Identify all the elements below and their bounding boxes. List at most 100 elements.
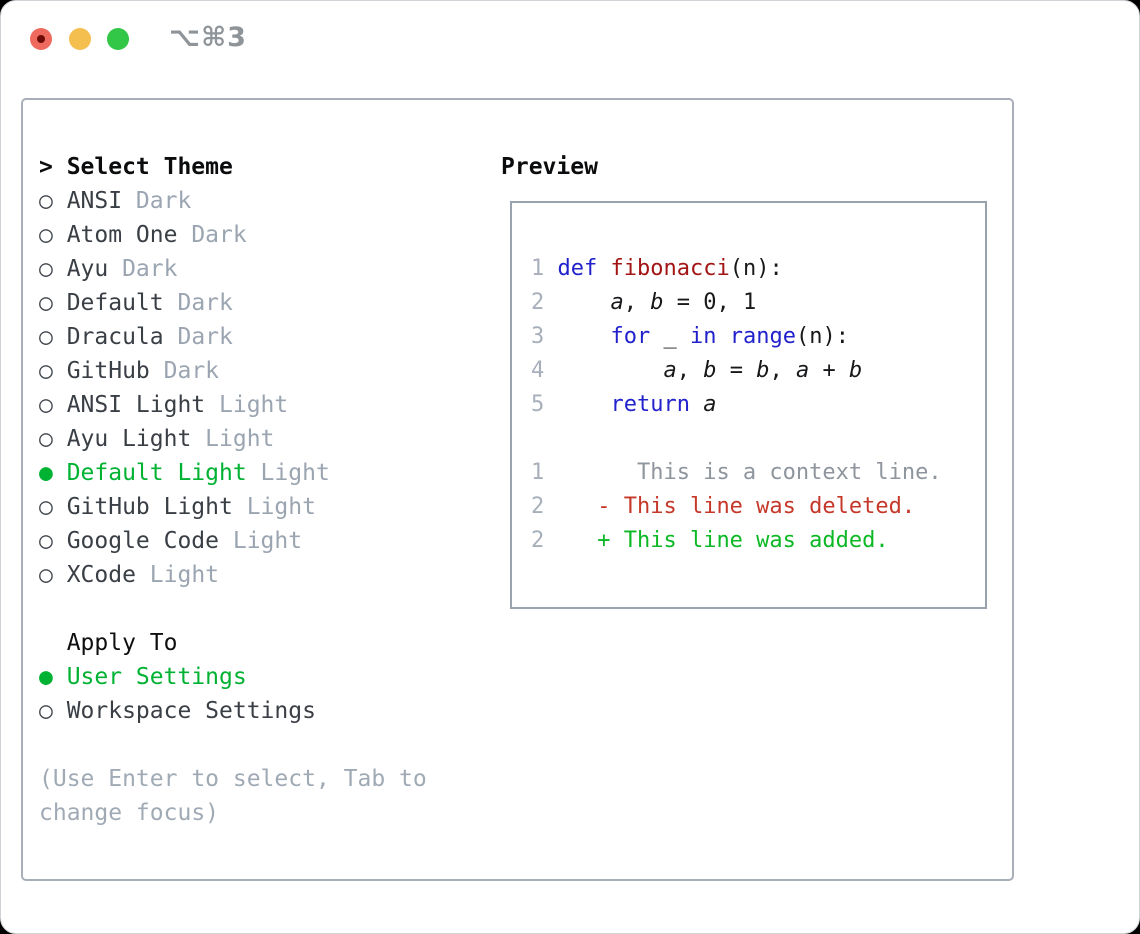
theme-variant-label: Light <box>219 528 303 554</box>
code-token-kw: range <box>729 324 796 349</box>
theme-name: XCode <box>66 562 136 588</box>
theme-option-default-light[interactable]: ●Default Light Light <box>39 456 330 490</box>
code-token-pl <box>690 392 703 417</box>
theme-name: Default <box>66 290 164 316</box>
radio-icon: ○ <box>39 562 53 588</box>
code-token-var: b <box>650 290 664 315</box>
line-number: 2 <box>531 290 558 315</box>
theme-variant-label: Dark <box>163 324 233 350</box>
code-token-kw: in <box>689 324 717 349</box>
code-token-pl: (n): <box>729 256 783 281</box>
line-number: 1 <box>531 460 558 485</box>
theme-option-xcode[interactable]: ○ XCode Light <box>39 558 330 592</box>
code-token-del: - This line was deleted. <box>557 494 916 519</box>
code-line-deleted: 2 - This line was deleted. <box>531 490 942 524</box>
theme-name: GitHub Light <box>66 494 233 520</box>
apply-option-label: User Settings <box>66 664 247 690</box>
theme-variant-label: Dark <box>163 290 233 316</box>
line-number: 2 <box>531 528 558 553</box>
code-token-kw: return <box>610 392 690 417</box>
cursor-caret-icon: > <box>39 154 53 180</box>
code-line-code: 5 return a <box>531 388 942 422</box>
theme-variant-label: Light <box>135 562 220 588</box>
radio-icon: ○ <box>39 698 53 724</box>
code-token-kw: def <box>557 256 598 281</box>
theme-list-header: >Select Theme <box>39 150 330 184</box>
line-number: 4 <box>531 358 558 383</box>
close-button[interactable] <box>30 28 52 50</box>
minimize-button[interactable] <box>69 28 91 50</box>
code-token-pl <box>558 392 611 417</box>
code-token-kw: for <box>610 324 651 349</box>
code-line-context: 1 This is a context line. <box>531 456 942 490</box>
theme-option-github[interactable]: ○ GitHub Dark <box>39 354 330 388</box>
radio-icon: ○ <box>39 222 53 248</box>
code-token-ctx: This is a context line. <box>557 460 942 485</box>
radio-icon: ○ <box>39 426 53 452</box>
radio-icon: ○ <box>39 188 53 214</box>
radio-icon: ○ <box>39 392 53 418</box>
code-token-var: a <box>795 358 810 383</box>
radio-icon: ○ <box>39 528 53 554</box>
theme-option-ansi[interactable]: ○ ANSI Dark <box>39 184 330 218</box>
theme-name: ANSI <box>66 188 123 214</box>
radio-icon: ○ <box>39 494 53 520</box>
theme-option-github-light[interactable]: ○ GitHub Light Light <box>39 490 330 524</box>
theme-option-ansi-light[interactable]: ○ANSI Light Light <box>39 388 330 422</box>
code-token-pl <box>558 358 664 383</box>
code-token-pl: , <box>623 290 651 315</box>
theme-name: Ayu <box>66 256 109 282</box>
preview-title: Preview <box>501 154 598 180</box>
apply-option-user-settings[interactable]: ● User Settings <box>39 660 316 694</box>
preview-box <box>510 201 987 609</box>
theme-option-ayu[interactable]: ○Ayu Dark <box>39 252 330 286</box>
code-token-pl <box>558 324 611 349</box>
theme-variant-label: Light <box>232 494 316 520</box>
theme-name: Ayu Light <box>66 426 192 452</box>
line-number: 2 <box>531 494 558 519</box>
code-line-code: 2 a, b = 0, 1 <box>531 286 942 320</box>
code-token-pl: = <box>716 358 757 383</box>
theme-name: Dracula <box>66 324 164 350</box>
radio-selected-icon: ● <box>39 664 53 690</box>
code-token-pl: , <box>676 358 704 383</box>
theme-variant-label: Dark <box>122 188 192 214</box>
theme-variant-label: Light <box>246 460 330 486</box>
code-token-pl <box>597 256 610 281</box>
apply-option-label: Workspace Settings <box>66 698 316 724</box>
code-line-code: 3 for _ in range(n): <box>531 320 942 354</box>
zoom-button[interactable] <box>107 28 129 50</box>
code-token-pl: , <box>769 358 796 383</box>
radio-icon: ○ <box>39 324 53 350</box>
theme-variant-label: Light <box>205 392 289 418</box>
blank-space <box>531 426 544 451</box>
theme-option-dracula[interactable]: ○ Dracula Dark <box>39 320 330 354</box>
theme-option-google-code[interactable]: ○ Google Code Light <box>39 524 330 558</box>
code-token-pl: _ <box>650 324 690 349</box>
window-title: ⌥⌘3 <box>169 22 247 53</box>
line-number: 1 <box>531 256 558 281</box>
keyboard-hint: (Use Enter to select, Tab to change focu… <box>39 766 427 826</box>
line-number: 5 <box>531 392 558 417</box>
code-token-var: b <box>756 358 770 383</box>
theme-variant-label: Dark <box>149 358 220 384</box>
theme-name: GitHub <box>66 358 150 384</box>
theme-option-ayu-light[interactable]: ○Ayu Light Light <box>39 422 330 456</box>
theme-option-atom-one[interactable]: ○ Atom One Dark <box>39 218 330 252</box>
code-token-pl: + <box>809 358 849 383</box>
code-token-var: b <box>848 358 863 383</box>
theme-name: Google Code <box>66 528 220 554</box>
theme-name: Atom One <box>66 222 178 248</box>
code-token-var: a <box>663 358 677 383</box>
code-token-var: a <box>703 392 717 417</box>
radio-icon: ○ <box>39 358 53 384</box>
code-blank-line <box>531 422 942 456</box>
radio-icon: ○ <box>39 290 53 316</box>
apply-option-workspace-settings[interactable]: ○ Workspace Settings <box>39 694 316 728</box>
theme-option-default[interactable]: ○ Default Dark <box>39 286 330 320</box>
code-token-add: + This line was added. <box>557 528 889 553</box>
theme-variant-label: Dark <box>177 222 247 248</box>
radio-icon: ○ <box>39 256 53 282</box>
